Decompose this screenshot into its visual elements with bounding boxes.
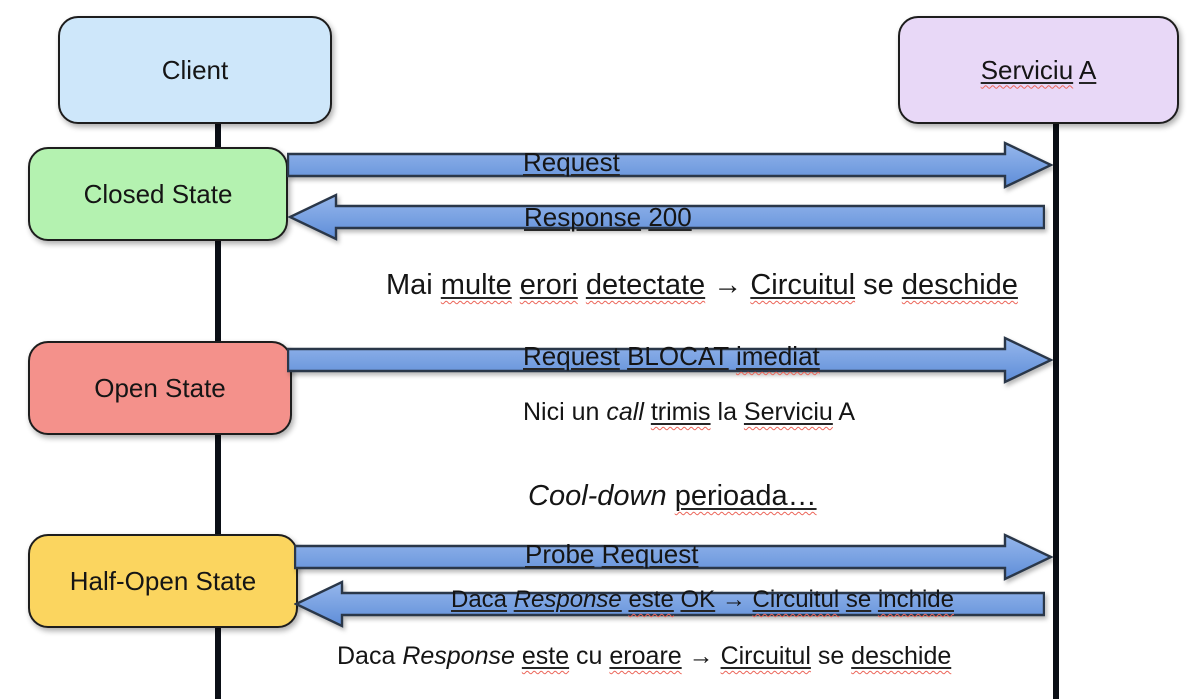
response-ok-arrow-icon bbox=[294, 580, 1045, 628]
state-label-closed: Closed State bbox=[83, 178, 233, 209]
service-actor-box: Serviciu A bbox=[898, 16, 1179, 124]
state-label-half-open: Half-Open State bbox=[69, 565, 257, 596]
annotation-response-error: Daca Response este cu eroare → Circuitul… bbox=[337, 642, 952, 670]
state-box-half-open: Half-Open State bbox=[28, 534, 298, 628]
client-actor-label: Client bbox=[161, 54, 229, 85]
request-label: Request bbox=[523, 147, 620, 177]
service-lifeline bbox=[1053, 118, 1059, 699]
annotation-no-call: Nici un call trimis la Serviciu A bbox=[523, 398, 856, 426]
request-blocat-label: Request BLOCAT imediat bbox=[523, 341, 820, 371]
state-label-open: Open State bbox=[94, 372, 226, 403]
state-box-open: Open State bbox=[28, 341, 292, 435]
state-box-closed: Closed State bbox=[28, 147, 288, 241]
response-200-label: Response 200 bbox=[524, 202, 692, 232]
probe-request-label: Probe Request bbox=[525, 539, 699, 569]
request-blocat-arrow-icon bbox=[287, 336, 1053, 384]
response-ok-label: Daca Response este OK → Circuitul se inc… bbox=[451, 586, 954, 613]
probe-request-arrow-icon bbox=[294, 533, 1053, 581]
service-actor-label: Serviciu A bbox=[980, 54, 1097, 85]
annotation-errors-detected: Mai multe erori detectate → Circuitul se… bbox=[386, 269, 1018, 301]
request-arrow-icon bbox=[287, 141, 1053, 189]
annotation-cooldown: Cool-down perioada… bbox=[528, 480, 817, 512]
client-actor-box: Client bbox=[58, 16, 332, 124]
response-200-arrow-icon bbox=[288, 193, 1045, 241]
